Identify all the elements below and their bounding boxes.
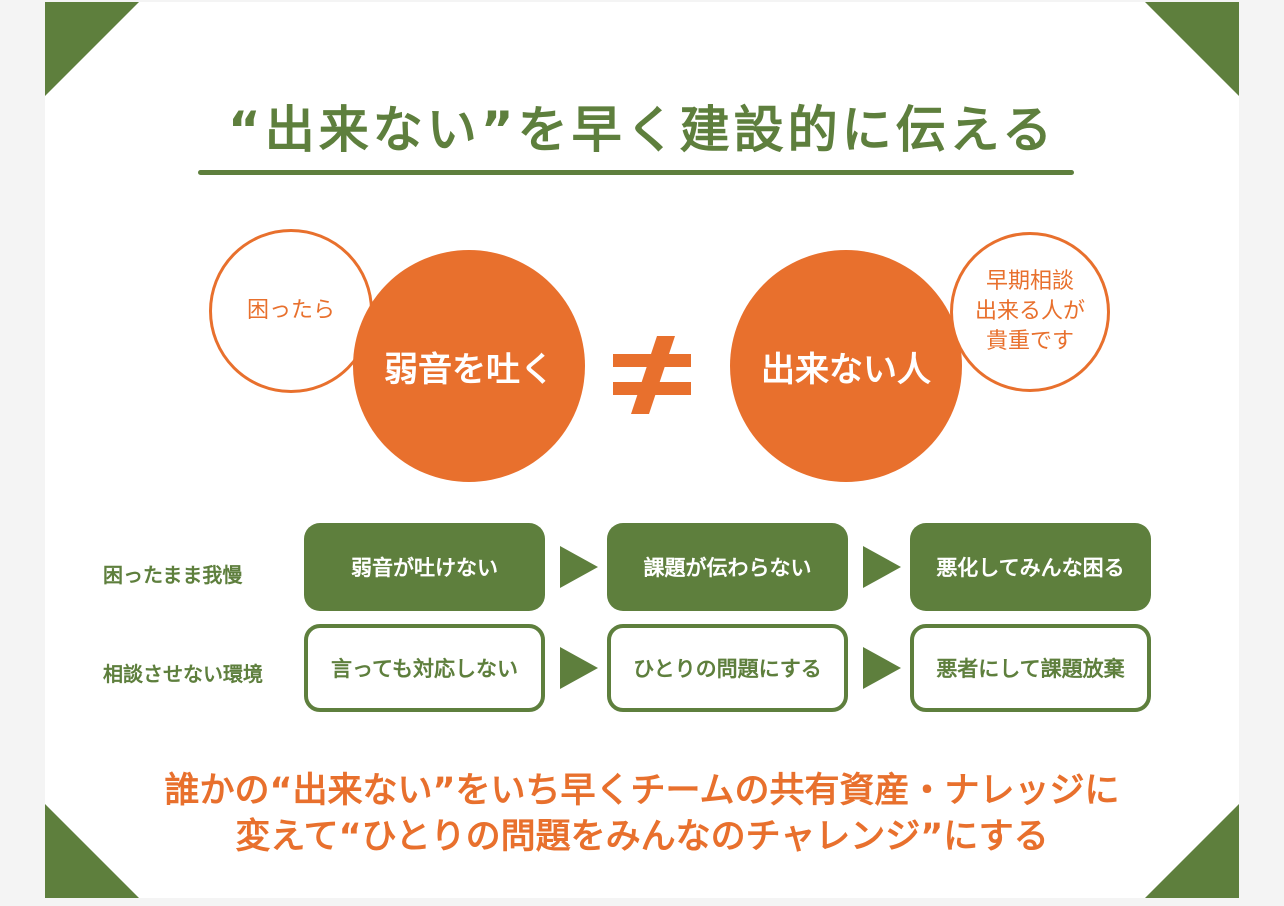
row1-step-2: 課題が伝わらない — [607, 523, 848, 611]
corner-top-left-decoration — [45, 2, 139, 96]
ring-left-text: 困ったら — [246, 298, 335, 324]
row-label-no-consult: 相談させない環境 — [103, 662, 263, 686]
ring-circle-right: 早期相談 出来る人が 貴重です — [950, 232, 1110, 392]
row-label-endure: 困ったまま我慢 — [103, 563, 243, 587]
slide: “出来ない”を早く建設的に伝える 困ったら 弱音を吐く 出来ない人 早期相談 出… — [45, 2, 1239, 898]
ring-circle-left: 困ったら — [209, 229, 373, 393]
solid-circle-right: 出来ない人 — [730, 250, 962, 482]
corner-top-right-decoration — [1145, 2, 1239, 96]
solid-circle-left: 弱音を吐く — [353, 250, 585, 482]
slide-title: “出来ない”を早く建設的に伝える — [227, 101, 1057, 159]
solid-right-text: 出来ない人 — [761, 349, 931, 390]
bottom-message-line-1: 誰かの“出来ない”をいち早くチームの共有資産・ナレッジに — [164, 771, 1120, 811]
corner-bottom-right-decoration — [1145, 804, 1239, 898]
row1-step-3: 悪化してみんな困る — [910, 523, 1151, 611]
arrow-right-icon — [863, 647, 901, 689]
arrow-right-icon — [560, 546, 598, 588]
row2-step-3: 悪者にして課題放棄 — [910, 624, 1151, 712]
ring-right-line-1: 早期相談 — [985, 269, 1074, 295]
ring-right-line-2: 出来る人が — [974, 299, 1085, 325]
arrow-right-icon — [863, 546, 901, 588]
row2-step-1: 言っても対応しない — [304, 624, 545, 712]
not-equal-icon — [613, 336, 691, 414]
row2-step-2: ひとりの問題にする — [607, 624, 848, 712]
bottom-message-line-2: 変えて“ひとりの問題をみんなのチャレンジ”にする — [235, 817, 1049, 857]
corner-bottom-left-decoration — [45, 804, 139, 898]
ring-right-line-3: 貴重です — [985, 328, 1074, 354]
solid-left-text: 弱音を吐く — [384, 349, 554, 390]
arrow-right-icon — [560, 647, 598, 689]
title-underline — [198, 170, 1074, 175]
row1-step-1: 弱音が吐けない — [304, 523, 545, 611]
